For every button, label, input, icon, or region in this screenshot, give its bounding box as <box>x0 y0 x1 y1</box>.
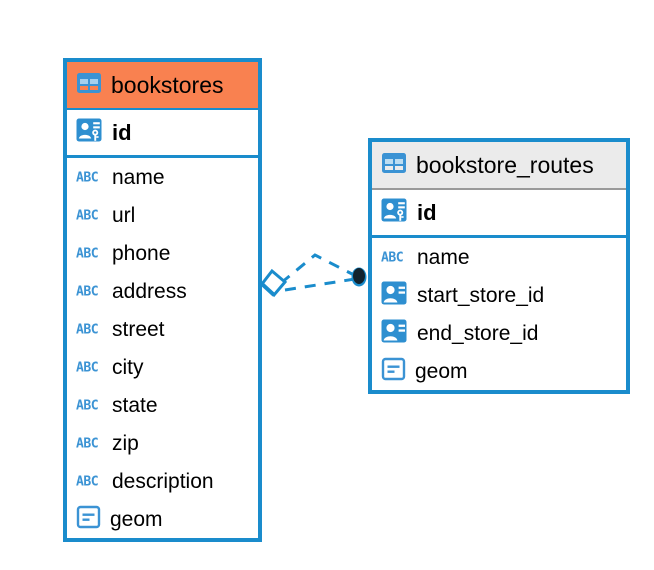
field-row[interactable]: ABC description <box>67 462 258 500</box>
field-label: name <box>112 165 165 189</box>
primary-key-group: id <box>67 110 258 158</box>
field-row[interactable]: start_store_id <box>372 276 626 314</box>
entity-header-bookstore-routes[interactable]: bookstore_routes <box>372 142 626 190</box>
svg-text:ABC: ABC <box>76 209 98 223</box>
relationship-line-arc <box>280 253 357 285</box>
primary-key-icon <box>381 197 409 228</box>
abc-string-icon: ABC <box>76 323 99 337</box>
abc-string-icon: ABC <box>76 475 99 489</box>
svg-text:ABC: ABC <box>76 361 98 375</box>
field-label: end_store_id <box>417 321 539 345</box>
svg-text:ABC: ABC <box>76 171 98 185</box>
abc-string-icon: ABC <box>76 285 99 299</box>
field-row[interactable]: id <box>372 190 626 235</box>
table-icon <box>381 152 407 179</box>
relationship-line-straight <box>284 277 356 292</box>
field-row[interactable]: ABC url <box>67 196 258 234</box>
geometry-icon <box>76 505 102 534</box>
abc-string-icon: ABC <box>76 247 99 261</box>
primary-key-icon <box>76 117 104 148</box>
svg-text:ABC: ABC <box>76 247 98 261</box>
abc-string-icon: ABC <box>76 437 99 451</box>
diamond-outline-marker <box>259 268 288 298</box>
field-label: name <box>417 245 470 269</box>
svg-text:ABC: ABC <box>76 475 98 489</box>
field-label: start_store_id <box>417 283 545 307</box>
abc-string-icon: ABC <box>381 251 404 265</box>
foreign-key-icon <box>381 280 409 311</box>
field-label: url <box>112 203 136 227</box>
field-label: phone <box>112 241 171 265</box>
field-label: description <box>112 469 214 493</box>
svg-text:ABC: ABC <box>76 437 98 451</box>
entity-header-bookstores[interactable]: bookstores <box>67 62 258 110</box>
field-label: id <box>417 199 437 225</box>
entity-bookstore-routes[interactable]: bookstore_routes <box>368 138 630 394</box>
field-row[interactable]: ABC street <box>67 310 258 348</box>
field-row[interactable]: ABC address <box>67 272 258 310</box>
field-label: state <box>112 393 158 417</box>
field-row[interactable]: ABC phone <box>67 234 258 272</box>
geometry-icon <box>381 357 407 386</box>
field-label: zip <box>112 431 139 455</box>
field-label: geom <box>415 359 468 383</box>
field-row[interactable]: ABC city <box>67 348 258 386</box>
table-icon <box>76 72 102 99</box>
field-row[interactable]: ABC zip <box>67 424 258 462</box>
field-label: city <box>112 355 144 379</box>
field-row[interactable]: ABC name <box>372 238 626 276</box>
field-label: id <box>112 119 132 145</box>
abc-string-icon: ABC <box>76 209 99 223</box>
svg-text:ABC: ABC <box>76 323 98 337</box>
entity-title: bookstore_routes <box>416 151 594 178</box>
field-label: address <box>112 279 187 303</box>
svg-text:ABC: ABC <box>76 285 98 299</box>
abc-string-icon: ABC <box>76 361 99 375</box>
field-row[interactable]: end_store_id <box>372 314 626 352</box>
field-label: street <box>112 317 165 341</box>
abc-string-icon: ABC <box>76 171 99 185</box>
field-group-bookstores: ABC name ABC url ABC phone ABC <box>67 158 258 538</box>
svg-text:ABC: ABC <box>76 399 98 413</box>
field-group-bookstore-routes: ABC name start_store_id <box>372 238 626 390</box>
field-row[interactable]: ABC name <box>67 158 258 196</box>
foreign-key-icon <box>381 318 409 349</box>
field-label: geom <box>110 507 163 531</box>
field-row[interactable]: geom <box>372 352 626 390</box>
svg-text:ABC: ABC <box>381 251 403 265</box>
field-row[interactable]: geom <box>67 500 258 538</box>
primary-key-group: id <box>372 190 626 238</box>
field-row[interactable]: id <box>67 110 258 155</box>
filled-circle-marker <box>351 267 367 287</box>
field-row[interactable]: ABC state <box>67 386 258 424</box>
abc-string-icon: ABC <box>76 399 99 413</box>
entity-bookstores[interactable]: bookstores id <box>63 58 262 542</box>
entity-title: bookstores <box>111 71 224 98</box>
